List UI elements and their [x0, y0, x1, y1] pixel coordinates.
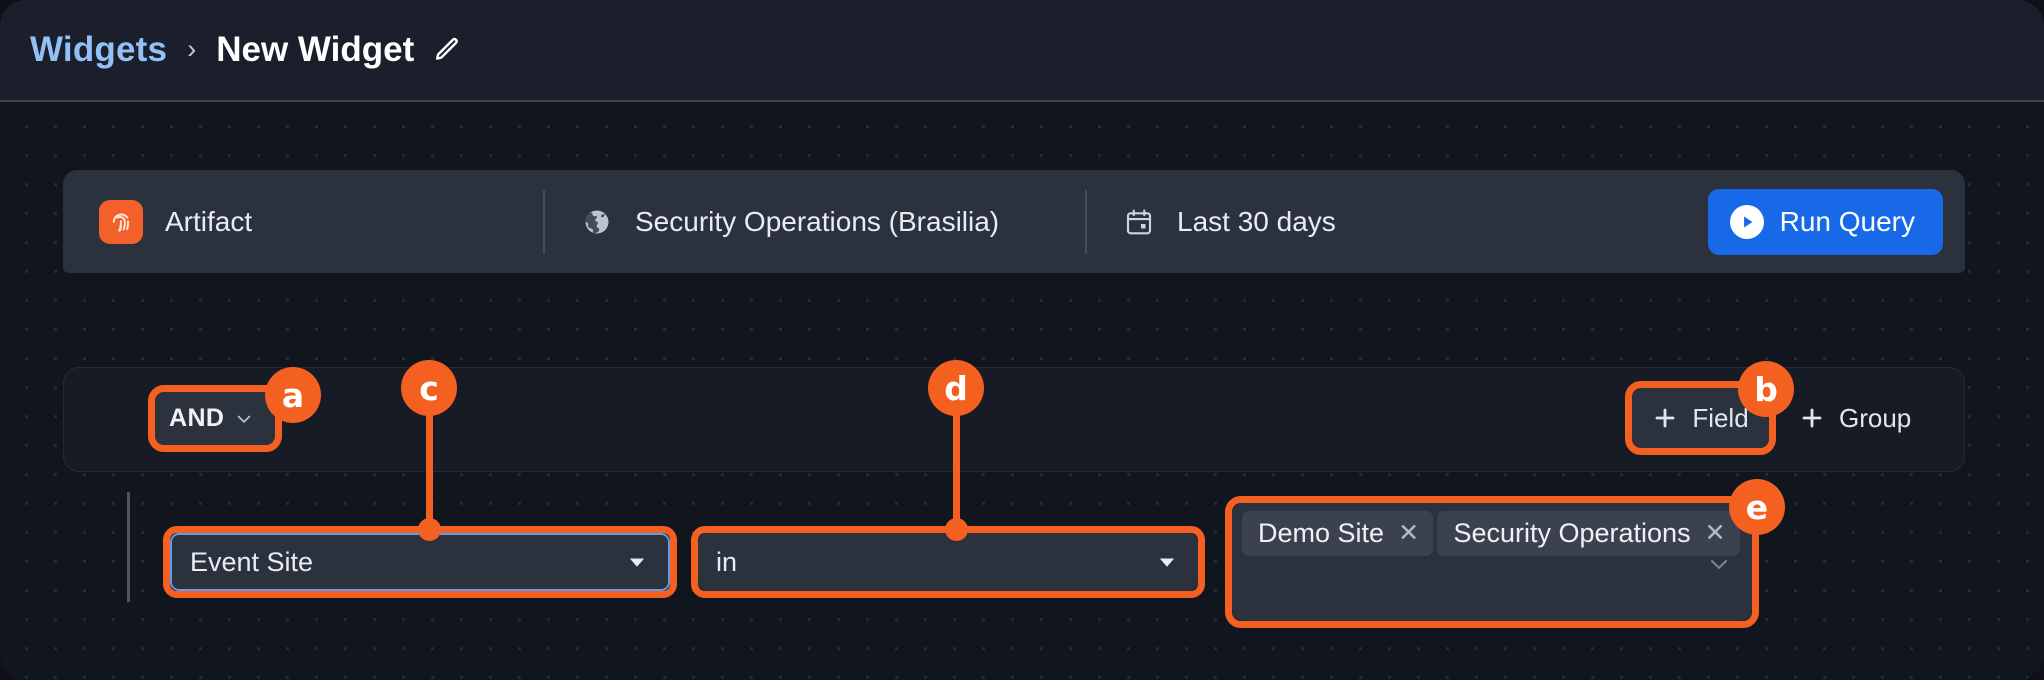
logic-operator-select[interactable]: AND: [155, 392, 275, 445]
value-chip-label: Demo Site: [1258, 518, 1385, 548]
date-range-label: Last 30 days: [1177, 205, 1336, 237]
add-field-button[interactable]: Field: [1632, 388, 1769, 448]
add-field-label: Field: [1692, 402, 1749, 433]
logic-operator-value: AND: [169, 404, 225, 432]
pencil-icon[interactable]: [432, 35, 462, 65]
page-header: Widgets › New Widget: [0, 0, 2044, 102]
fingerprint-icon: [99, 199, 143, 244]
query-bar-divider-2: [1085, 189, 1087, 254]
plus-icon-group: [1799, 405, 1825, 431]
artifact-label: Artifact: [165, 205, 253, 237]
run-query-button[interactable]: Run Query: [1707, 189, 1943, 255]
breadcrumb-widgets-link[interactable]: Widgets: [30, 30, 168, 69]
condition-field-value: Event Site: [190, 546, 314, 577]
value-chip-label: Security Operations: [1453, 518, 1691, 548]
date-range-selector[interactable]: Last 30 days: [1087, 170, 1647, 273]
artifact-selector[interactable]: Artifact: [63, 170, 543, 273]
condition-values-multiselect[interactable]: Demo Site ✕ Security Operations ✕: [1232, 503, 1752, 621]
caret-down-icon: [624, 549, 650, 575]
condition-rail: [127, 492, 130, 602]
scope-label: Security Operations (Brasilia): [635, 205, 1000, 237]
query-bar-divider: [543, 189, 545, 254]
chevron-down-icon: [234, 409, 254, 429]
add-group-label: Group: [1839, 402, 1912, 433]
play-icon: [1729, 205, 1764, 239]
globe-icon: [581, 206, 613, 238]
breadcrumb-separator: ›: [187, 33, 197, 64]
run-query-label: Run Query: [1779, 206, 1915, 237]
query-bar: Artifact Security Operations (Brasilia): [63, 170, 1965, 273]
calendar-icon: [1123, 206, 1155, 238]
caret-down-icon-operator: [1154, 549, 1180, 575]
page-title: New Widget: [216, 30, 415, 69]
close-icon[interactable]: ✕: [1398, 519, 1420, 547]
condition-field-select[interactable]: Event Site: [170, 533, 670, 591]
condition-operator-value: in: [716, 546, 738, 577]
value-chip[interactable]: Demo Site ✕: [1242, 511, 1434, 556]
scope-selector[interactable]: Security Operations (Brasilia): [545, 170, 1085, 273]
close-icon[interactable]: ✕: [1704, 519, 1726, 547]
add-group-button[interactable]: Group: [1799, 388, 1959, 448]
condition-operator-select[interactable]: in: [698, 533, 1198, 591]
plus-icon: [1652, 405, 1678, 431]
chevron-down-icon-values[interactable]: [1706, 551, 1732, 577]
value-chip[interactable]: Security Operations ✕: [1437, 511, 1740, 556]
